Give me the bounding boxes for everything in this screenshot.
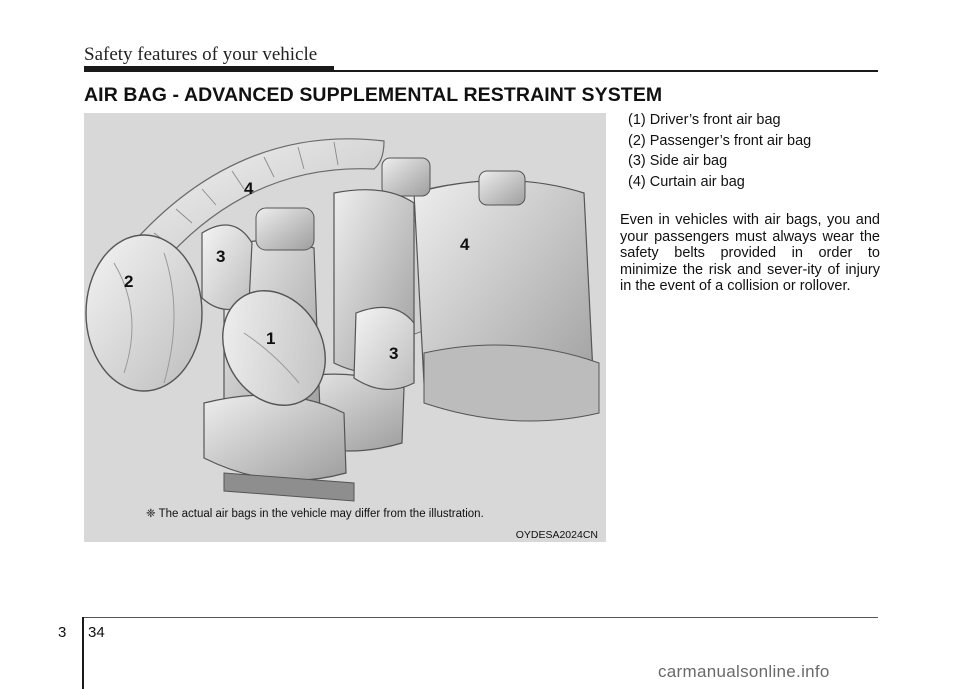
header-rule-thick (84, 66, 334, 72)
side-airbag-front (201, 224, 253, 310)
callout-driver-front: 1 (266, 329, 276, 348)
page-title: AIR BAG - ADVANCED SUPPLEMENTAL RESTRAIN… (84, 84, 663, 106)
callout-curtain-rear: 4 (460, 235, 470, 254)
airbag-drawing (85, 138, 600, 502)
callout-passenger-front: 2 (124, 272, 134, 291)
legend-item-curtain: (4) Curtain air bag (628, 173, 745, 190)
footer-divider (82, 617, 84, 689)
callout-side-front: 3 (216, 247, 226, 266)
airbag-legend: (1) Driver’s front air bag (2) Passenger… (628, 110, 811, 192)
callout-curtain-front: 4 (244, 179, 254, 198)
side-airbag-rear (353, 306, 415, 391)
footer-rule (82, 617, 878, 618)
passenger-front-airbag (85, 234, 203, 392)
body-paragraph: Even in vehicles with air bags, you and … (620, 212, 880, 294)
watermark: carmanualsonline.info (658, 662, 830, 681)
rear-seat-cushion (423, 344, 600, 422)
driver-front-airbag (222, 290, 326, 406)
section-header: Safety features of your vehicle (84, 44, 318, 65)
seat-rail (223, 472, 355, 502)
rear-headrest (381, 157, 431, 197)
figure-note: ❈ The actual air bags in the vehicle may… (146, 508, 484, 520)
legend-item-side: (3) Side air bag (628, 153, 728, 169)
header-rule-thin (334, 70, 878, 72)
legend-item-passenger-front: (2) Passenger’s front air bag (628, 132, 812, 149)
rear-headrest-right (478, 170, 526, 206)
callout-side-rear: 3 (389, 344, 399, 363)
page-number: 34 (88, 624, 105, 641)
figure-code: OYDESA2024CN (515, 529, 598, 541)
legend-item-driver-front: (1) Driver’s front air bag (628, 112, 781, 128)
chapter-number: 3 (58, 624, 67, 641)
airbag-illustration: 4 3 2 1 4 3 ❈ The actual air bags in the… (84, 113, 606, 542)
passenger-headrest (255, 207, 315, 251)
passenger-seat-cushion (203, 394, 347, 481)
